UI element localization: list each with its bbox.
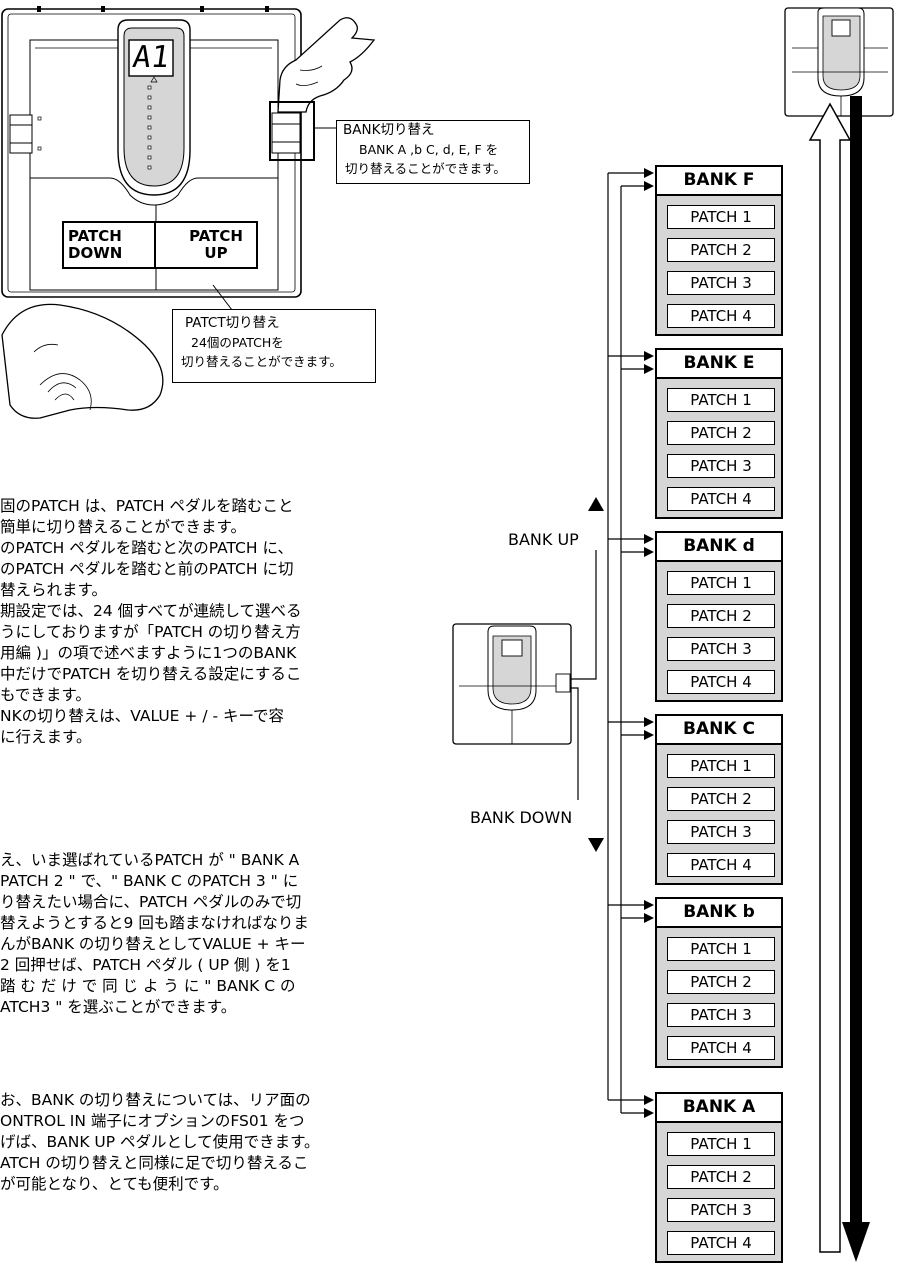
patch-item: PATCH 4 <box>667 853 775 877</box>
patch-item: PATCH 3 <box>667 1198 775 1222</box>
patch-item: PATCH 4 <box>667 304 775 328</box>
patch-item: PATCH 2 <box>667 787 775 811</box>
patch-item: PATCH 1 <box>667 754 775 778</box>
patch-item: PATCH 3 <box>667 271 775 295</box>
patch-item: PATCH 1 <box>667 388 775 412</box>
bank-header: BANK C <box>655 714 783 745</box>
bank-header: BANK b <box>655 897 783 928</box>
patch-item: PATCH 3 <box>667 820 775 844</box>
bank-switch-callout: BANK切り替え BANK A ,b C, d, E, F を 切り替えることが… <box>336 120 530 184</box>
bank-patch-panel: PATCH 1 PATCH 2 PATCH 3 PATCH 4 <box>655 926 783 1068</box>
patch-item: PATCH 1 <box>667 205 775 229</box>
patch-item: PATCH 2 <box>667 421 775 445</box>
bank-header: BANK d <box>655 531 783 562</box>
bank-patch-panel: PATCH 1 PATCH 2 PATCH 3 PATCH 4 <box>655 377 783 519</box>
patch-item: PATCH 4 <box>667 1036 775 1060</box>
bank-down-label: BANK DOWN <box>470 808 573 827</box>
patch-item: PATCH 4 <box>667 487 775 511</box>
patch-item: PATCH 1 <box>667 937 775 961</box>
patch-item: PATCH 2 <box>667 238 775 262</box>
patch-item: PATCH 3 <box>667 454 775 478</box>
device-illustration <box>1 6 376 419</box>
patch-item: PATCH 2 <box>667 1165 775 1189</box>
bank-patch-panel: PATCH 1 PATCH 2 PATCH 3 PATCH 4 <box>655 194 783 336</box>
bank-up-label: BANK UP <box>508 530 579 549</box>
patch-item: PATCH 1 <box>667 571 775 595</box>
bank-header: BANK A <box>655 1092 783 1123</box>
patch-item: PATCH 4 <box>667 1231 775 1255</box>
body-paragraph-1: 固のPATCH は、PATCH ペダルを踏むこと簡単に切り替えることができます。… <box>0 497 302 746</box>
patch-item: PATCH 4 <box>667 670 775 694</box>
patch-item: PATCH 2 <box>667 970 775 994</box>
bank-patch-panel: PATCH 1 PATCH 2 PATCH 3 PATCH 4 <box>655 560 783 702</box>
patch-item: PATCH 3 <box>667 1003 775 1027</box>
bank-patch-panel: PATCH 1 PATCH 2 PATCH 3 PATCH 4 <box>655 743 783 885</box>
bank-header: BANK E <box>655 348 783 379</box>
patch-item: PATCH 3 <box>667 637 775 661</box>
patch-item: PATCH 2 <box>667 604 775 628</box>
patch-item: PATCH 1 <box>667 1132 775 1156</box>
bank-patch-panel: PATCH 1 PATCH 2 PATCH 3 PATCH 4 <box>655 1121 783 1263</box>
patch-switch-callout: PATCT切り替え 24個のPATCHを 切り替えることができます。 <box>172 309 376 383</box>
bank-header: BANK F <box>655 165 783 196</box>
